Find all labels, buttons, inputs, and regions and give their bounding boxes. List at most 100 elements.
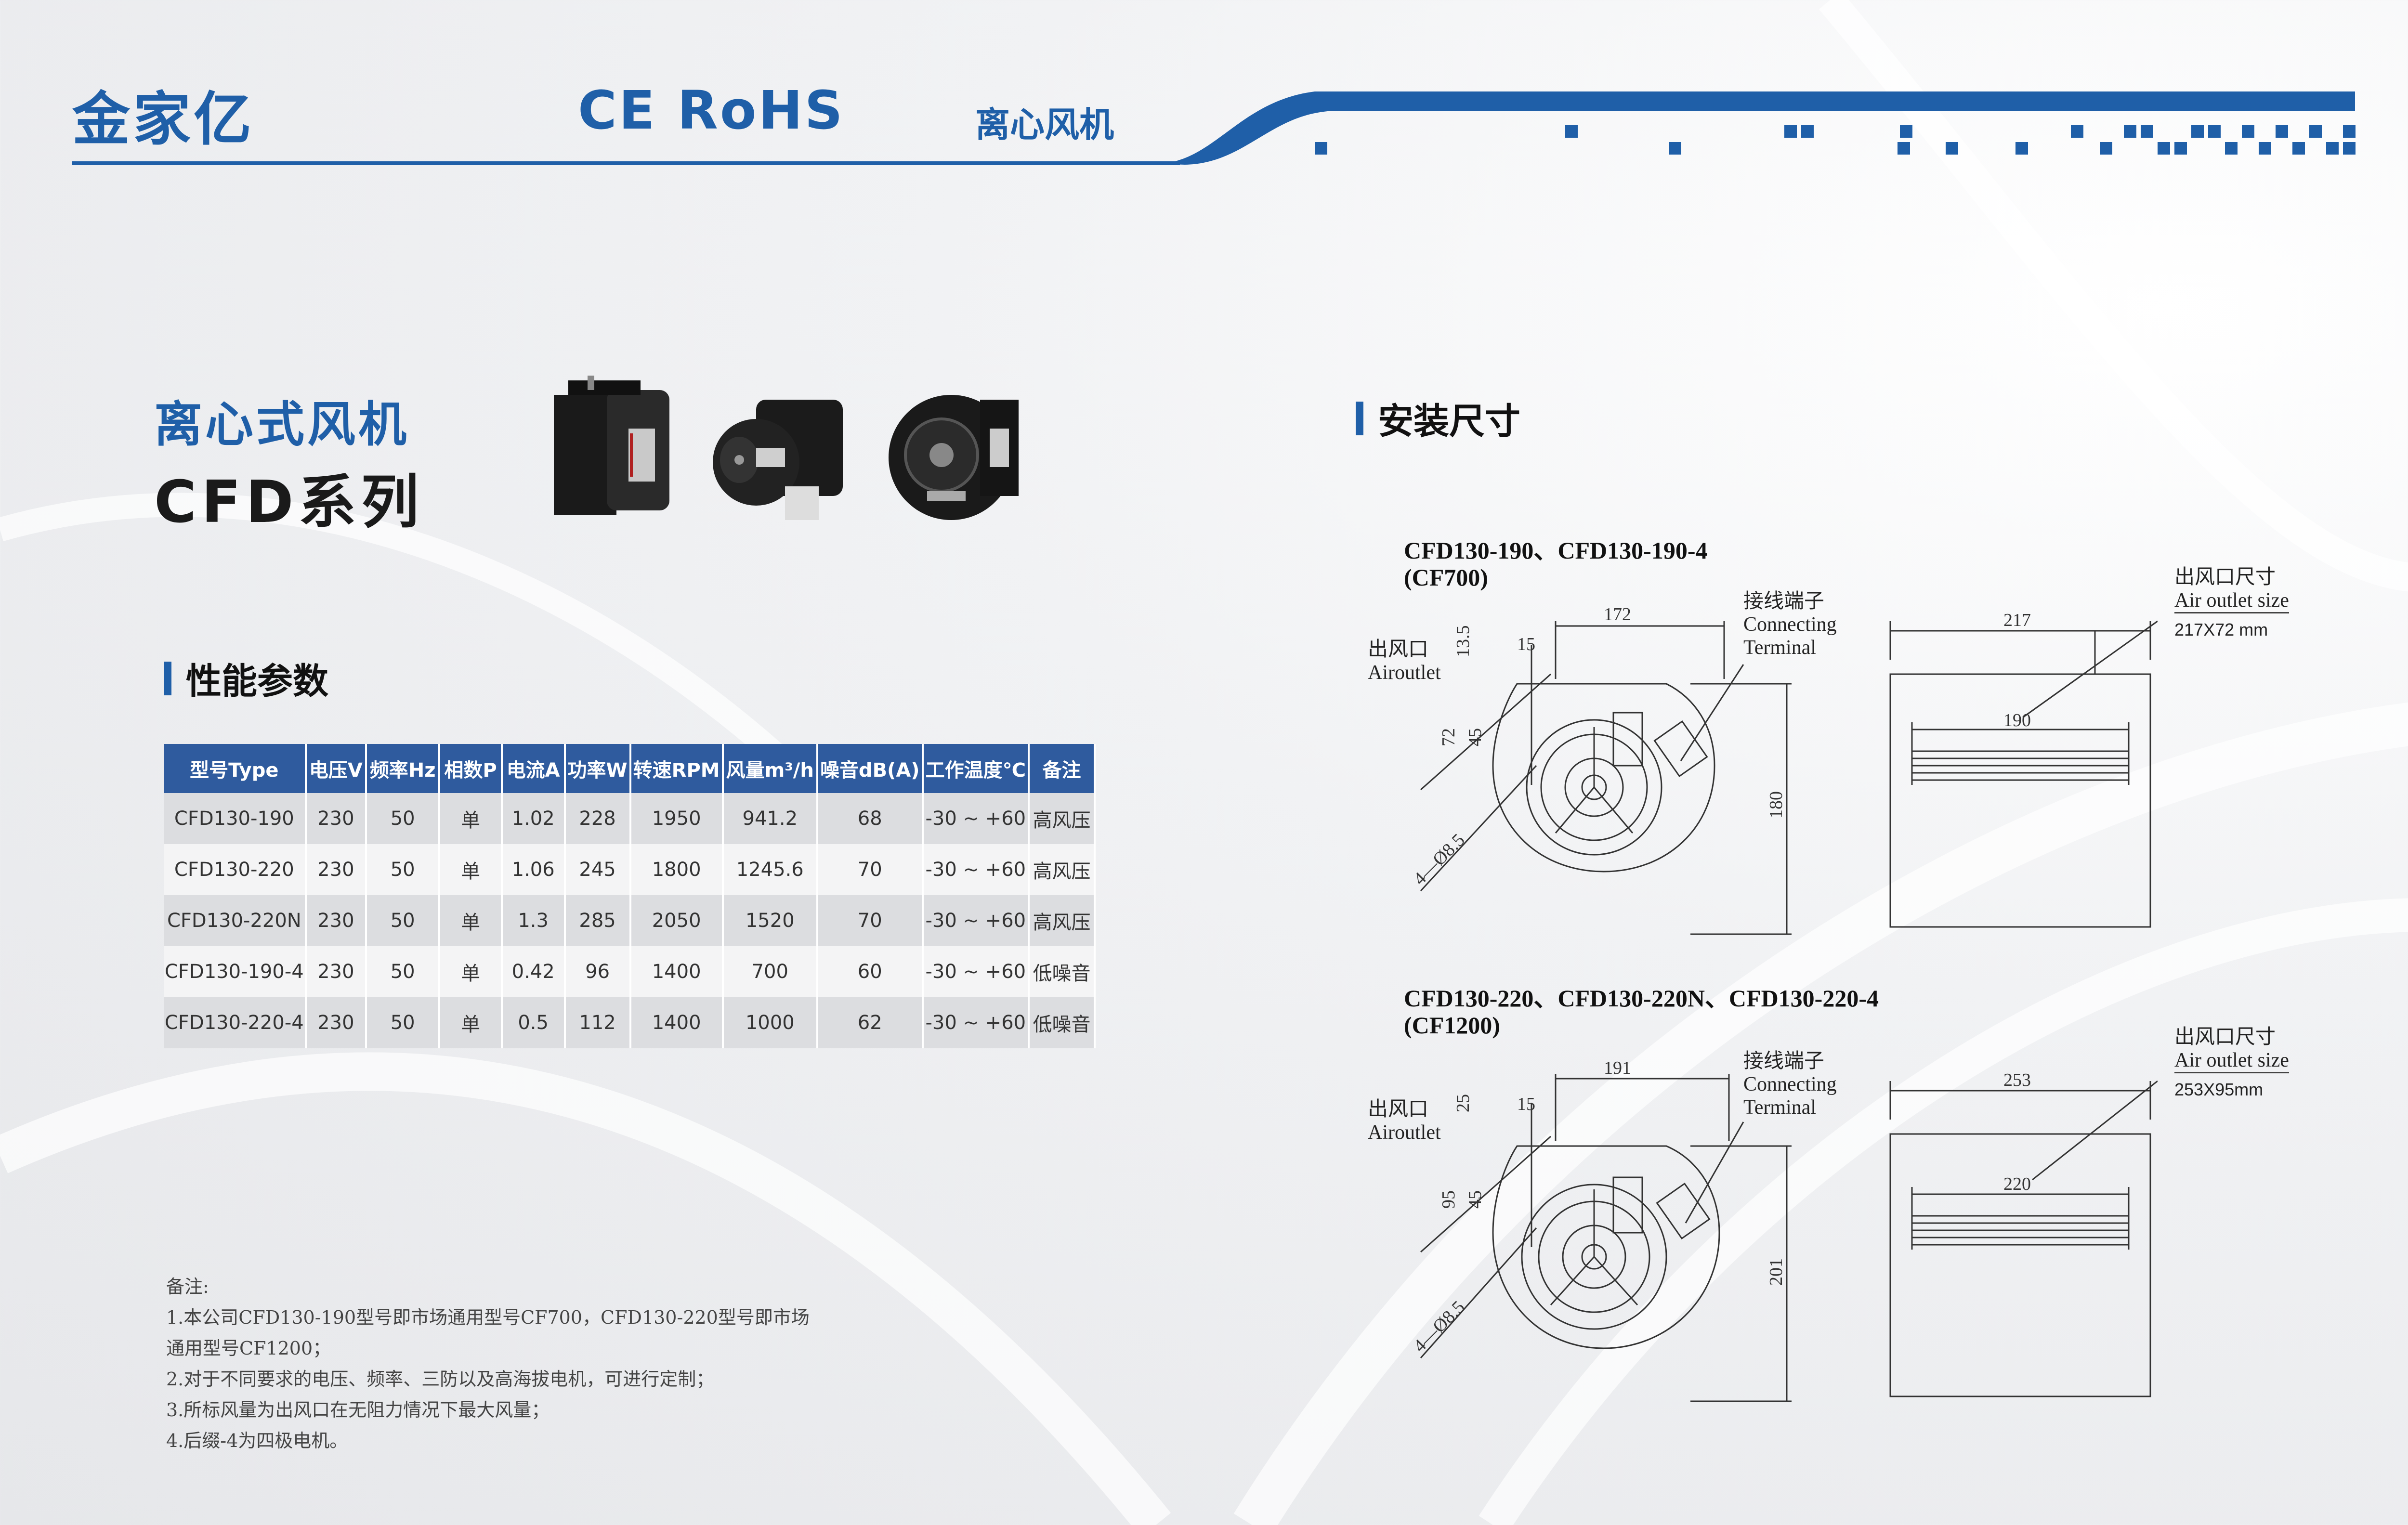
outlet-label-cn: 出风口 xyxy=(1368,1098,1429,1121)
outlet-label-cn: 出风口 xyxy=(1368,639,1429,661)
product-photo-blower-front xyxy=(889,395,1019,520)
notes-block: 备注:1.本公司CFD130-190型号即市场通用型号CF700，CFD130-… xyxy=(166,1271,864,1456)
outlet-size-value: 253X95mm xyxy=(2174,1080,2264,1099)
outlet-size-cn: 出风口尺寸 xyxy=(2174,1026,2276,1048)
dim-width: 191 xyxy=(1604,1059,1631,1078)
outlet-size-en: Air outlet size xyxy=(2174,589,2289,613)
drawing-1-outlet-label: 出风口 Airoutlet xyxy=(1368,638,1441,684)
outlet-size-cn: 出风口尺寸 xyxy=(2174,566,2276,588)
table-cell: 高风压 xyxy=(1029,793,1096,844)
installation-title-text: 安装尺寸 xyxy=(1378,401,1520,442)
drawing-2-outlet-label: 出风口 Airoutlet xyxy=(1368,1098,1441,1144)
dim-d2: 15 xyxy=(1517,634,1535,654)
terminal-label-cn: 接线端子 xyxy=(1743,590,1825,613)
table-cell: 低噪音 xyxy=(1029,946,1096,997)
drawing-1-side-view: 217 190 xyxy=(1889,612,2158,928)
terminal-label-en1: Connecting xyxy=(1743,1073,1837,1095)
outlet-label-en: Airoutlet xyxy=(1368,1121,1441,1144)
table-header-cell: 电流A xyxy=(501,744,566,793)
table-cell: CFD130-220-4 xyxy=(164,997,307,1048)
table-cell: 230 xyxy=(305,844,367,895)
dim-width: 172 xyxy=(1604,604,1631,625)
terminal-label-en2: Terminal xyxy=(1743,637,1816,659)
table-cell: 50 xyxy=(366,844,441,895)
table-cell: 单 xyxy=(439,946,503,997)
drawing-2-title: CFD130-220、CFD130-220N、CFD130-220-4 (CF1… xyxy=(1404,985,1879,1039)
table-header-cell: 功率W xyxy=(564,744,631,793)
table-cell: -30 ~ +60 xyxy=(922,793,1030,844)
table-header-cell: 备注 xyxy=(1029,744,1096,793)
table-cell: 1.3 xyxy=(501,895,566,946)
note-line: 通用型号CF1200； xyxy=(166,1338,331,1359)
table-cell: 285 xyxy=(564,895,631,946)
table-cell: 2050 xyxy=(630,895,724,946)
note-line: 备注: xyxy=(166,1276,209,1297)
section-marker xyxy=(164,661,171,695)
table-cell: 50 xyxy=(366,793,441,844)
drawing-1-terminal-label: 接线端子 Connecting Terminal xyxy=(1743,590,1837,659)
table-cell: CFD130-190 xyxy=(164,793,307,844)
drawing-title-line2: (CF1200) xyxy=(1404,1012,1500,1039)
note-line: 4.后缀-4为四极电机。 xyxy=(166,1430,348,1451)
table-cell: 70 xyxy=(817,895,924,946)
table-cell: 230 xyxy=(305,895,367,946)
table-cell: 1245.6 xyxy=(722,844,818,895)
table-cell: 1.02 xyxy=(501,793,566,844)
table-cell: 单 xyxy=(439,844,503,895)
table-cell: 60 xyxy=(817,946,924,997)
series-name-en: CFD系列 xyxy=(154,469,424,536)
table-cell: 单 xyxy=(439,895,503,946)
terminal-label-cn: 接线端子 xyxy=(1743,1050,1825,1072)
performance-section-title: 性能参数 xyxy=(164,652,328,704)
drawing-title-line1: CFD130-220、CFD130-220N、CFD130-220-4 xyxy=(1404,985,1879,1012)
table-cell: 1520 xyxy=(722,895,818,946)
drawing-2-outlet-size-label: 出风口尺寸 Air outlet size 253X95mm xyxy=(2174,1026,2289,1101)
table-header-cell: 频率Hz xyxy=(366,744,441,793)
drawing-1-title: CFD130-190、CFD130-190-4 (CF700) xyxy=(1404,537,1707,591)
table-cell: -30 ~ +60 xyxy=(922,946,1030,997)
table-cell: CFD130-190-4 xyxy=(164,946,307,997)
outlet-size-en: Air outlet size xyxy=(2174,1049,2289,1073)
drawing-title-line2: (CF700) xyxy=(1404,564,1488,591)
table-cell: -30 ~ +60 xyxy=(922,895,1030,946)
drawing-2-side-view: 253 220 xyxy=(1889,1071,2158,1397)
drawing-2-terminal-label: 接线端子 Connecting Terminal xyxy=(1743,1050,1837,1119)
table-header-cell: 转速RPM xyxy=(630,744,724,793)
dim-holes: 4—Ø8.5 xyxy=(1410,830,1469,889)
table-cell: 单 xyxy=(439,793,503,844)
table-cell: 941.2 xyxy=(722,793,818,844)
table-header-cell: 型号Type xyxy=(164,744,307,793)
drawing-1-outlet-size-label: 出风口尺寸 Air outlet size 217X72 mm xyxy=(2174,566,2289,641)
dim-side-width: 253 xyxy=(2003,1071,2031,1090)
section-marker xyxy=(1356,401,1363,435)
dim-outlet-width: 190 xyxy=(2003,710,2031,730)
dim-holes: 4—Ø8.5 xyxy=(1410,1297,1469,1356)
table-cell: 0.42 xyxy=(501,946,566,997)
dim-height: 180 xyxy=(1766,791,1786,819)
table-cell: 700 xyxy=(722,946,818,997)
table-cell: 245 xyxy=(564,844,631,895)
product-photo-blower-side xyxy=(554,376,669,515)
note-line: 2.对于不同要求的电压、频率、三防以及高海拔电机，可进行定制； xyxy=(166,1369,715,1390)
table-cell: -30 ~ +60 xyxy=(922,844,1030,895)
table-cell: 96 xyxy=(564,946,631,997)
table-cell: 高风压 xyxy=(1029,895,1096,946)
brand-logo: 金家亿 xyxy=(72,86,254,153)
terminal-label-en1: Connecting xyxy=(1743,613,1837,636)
table-cell: 230 xyxy=(305,997,367,1048)
table-cell: 68 xyxy=(817,793,924,844)
certification-marks: CE RoHS xyxy=(578,79,845,141)
table-cell: 高风压 xyxy=(1029,844,1096,895)
table-cell: 0.5 xyxy=(501,997,566,1048)
dim-d4: 45 xyxy=(1465,728,1485,746)
table-header-cell: 噪音dB(A) xyxy=(817,744,924,793)
table-header-cell: 工作温度℃ xyxy=(922,744,1030,793)
